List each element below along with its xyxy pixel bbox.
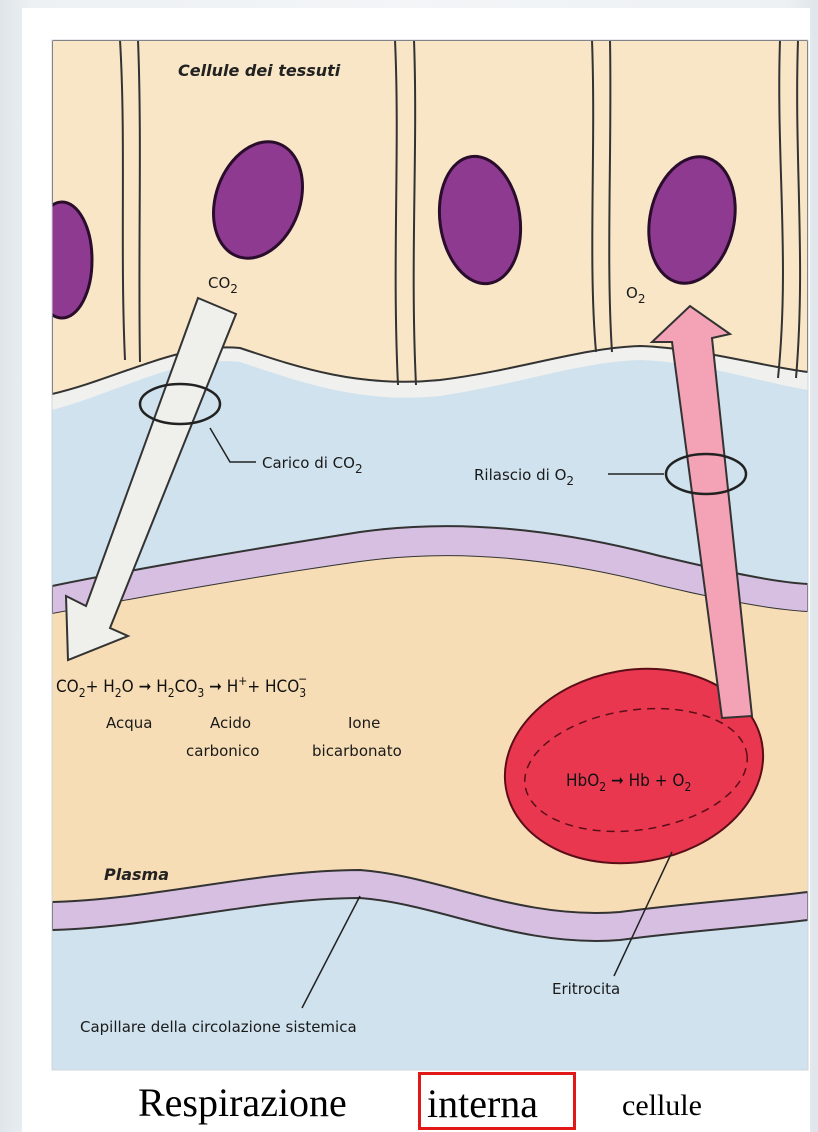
erythrocyte-label: Eritrocita <box>552 980 620 998</box>
caption-boxed-word: interna <box>427 1079 538 1129</box>
hb-equation: HbO2 ➞ Hb + O2 <box>566 771 691 794</box>
caption-highlight-box: interna <box>418 1072 576 1130</box>
plasma-label: Plasma <box>104 865 169 884</box>
capillary-label: Capillare della circolazione sistemica <box>80 1018 357 1036</box>
tissue-cells-label: Cellule dei tessuti <box>178 61 341 80</box>
caption-main: Respirazione <box>138 1078 347 1128</box>
internal-respiration-diagram: Cellule dei tessuti CO2 O2 Carico di CO2… <box>0 0 818 1078</box>
water-name: Acqua <box>106 714 152 732</box>
acid-name-1: Acido <box>210 714 251 732</box>
acid-name-2: carbonico <box>186 742 259 760</box>
ion-name-1: Ione <box>348 714 380 732</box>
carbonic-equation: CO2+ H2O ➞ H2CO3 ➞ H++ HCO3− <box>56 672 307 700</box>
nucleus <box>32 202 92 318</box>
ion-name-2: bicarbonato <box>312 742 402 760</box>
caption-side: cellule <box>622 1086 702 1126</box>
caption: Respirazione interna cellule <box>0 1078 818 1132</box>
